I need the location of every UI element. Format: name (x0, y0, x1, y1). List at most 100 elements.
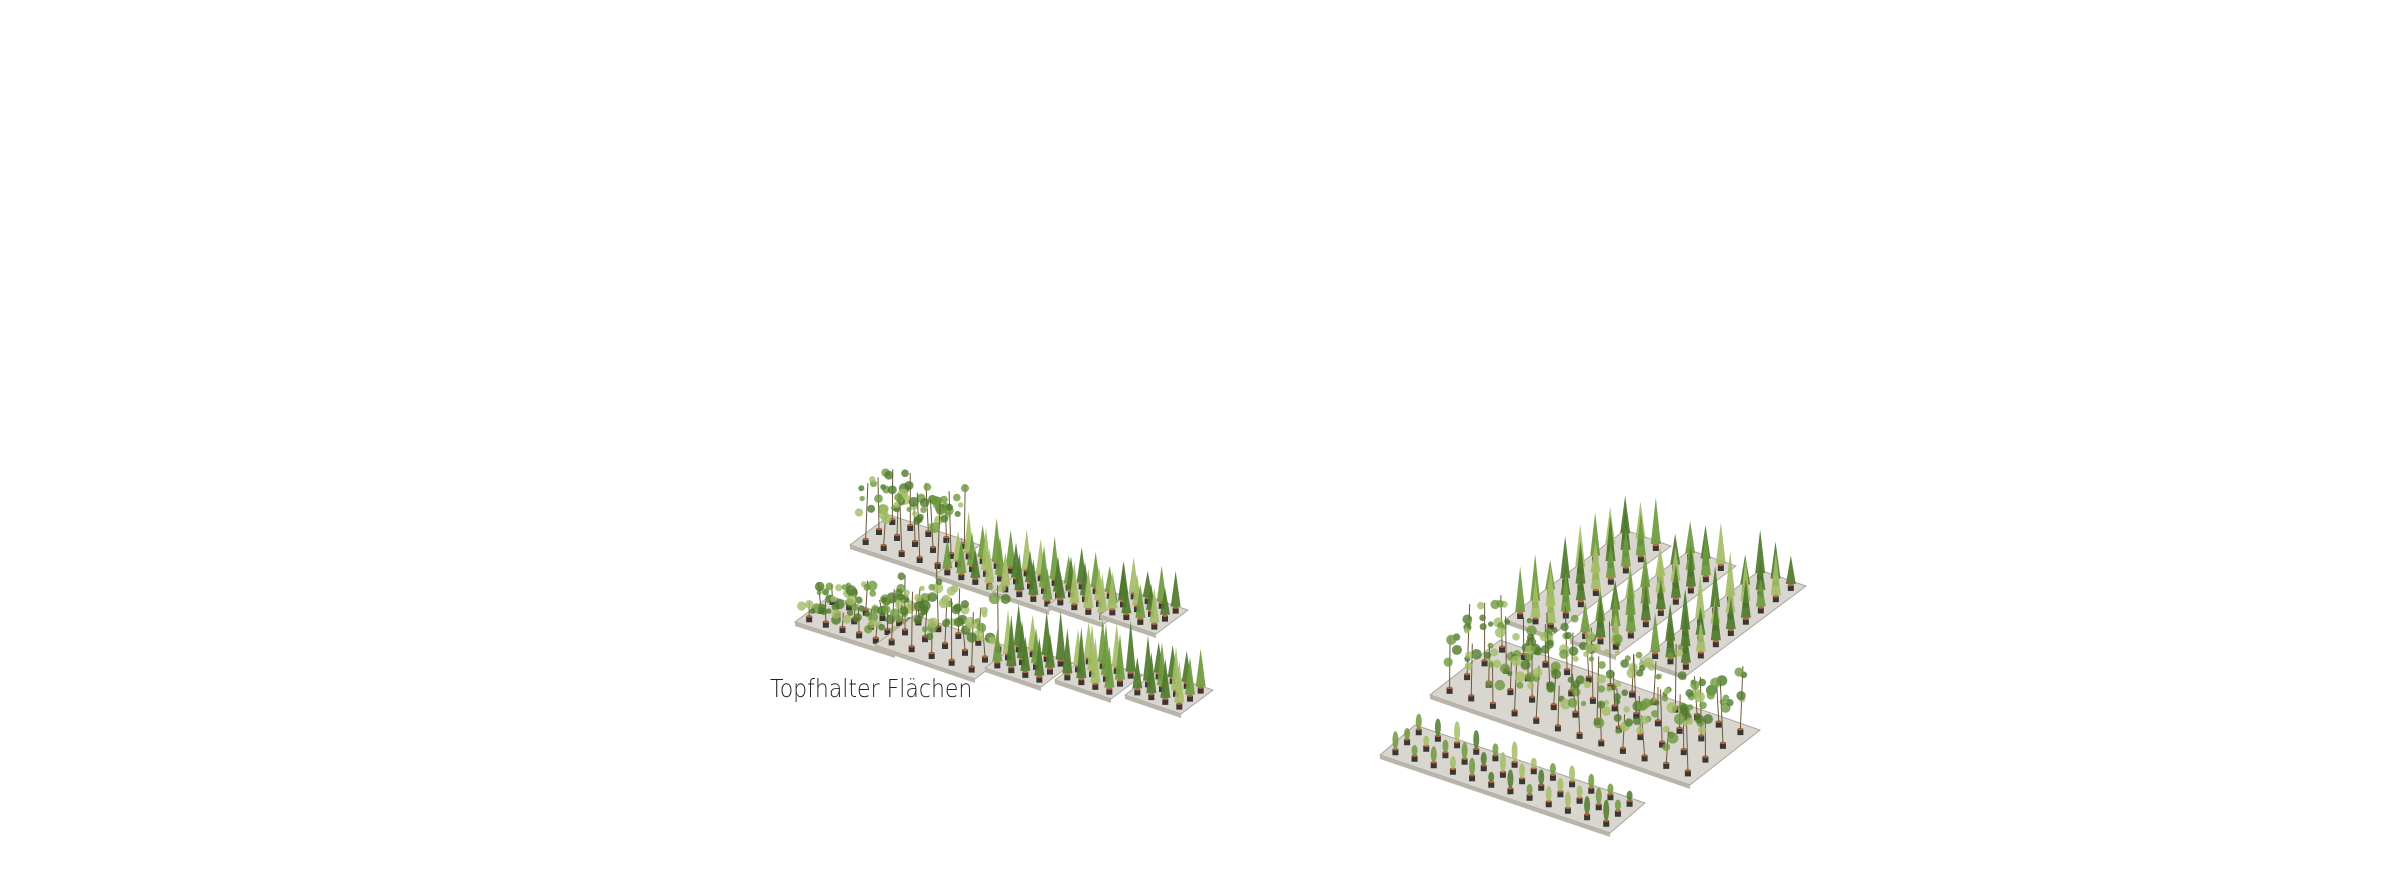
pot (1554, 725, 1561, 732)
pot-tray (873, 565, 1017, 683)
leaf-cluster (1510, 655, 1522, 667)
pot (1607, 794, 1614, 801)
pot (822, 621, 829, 628)
leaf-cluster (1583, 681, 1591, 689)
pot-tray (1428, 595, 1762, 789)
stem (899, 494, 903, 552)
leaf-cluster (890, 608, 900, 618)
pot-soil (997, 574, 1003, 577)
leaf-cluster (976, 622, 987, 633)
pot (948, 553, 954, 559)
leaf-cluster (1584, 631, 1595, 642)
pot (1742, 618, 1749, 625)
leaf-cluster (925, 632, 934, 641)
pot (1078, 679, 1085, 686)
pot (1572, 711, 1579, 718)
stem (1557, 685, 1560, 726)
pot-soil (1569, 779, 1576, 783)
leaf-cluster (904, 597, 910, 603)
pot-soil (1607, 577, 1614, 581)
leaf-cluster (988, 636, 997, 645)
leaf-cluster (830, 595, 837, 603)
leaf-cluster (1694, 691, 1705, 703)
leaf-cluster (1530, 645, 1536, 652)
leaf-cluster (1620, 659, 1629, 668)
pot (1085, 608, 1092, 615)
pot-soil (1117, 679, 1123, 682)
seedling (1454, 721, 1461, 743)
pot-soil (1071, 602, 1078, 606)
pot-soil (1044, 599, 1051, 602)
pot-soil (1047, 667, 1053, 670)
conifer (1149, 588, 1160, 623)
leaf-cluster (927, 592, 938, 602)
pot-soil (1488, 780, 1495, 784)
pot-soil (1187, 694, 1193, 697)
leaf-cluster (1568, 646, 1579, 656)
pot (1007, 567, 1014, 574)
leaf-cluster (846, 595, 857, 606)
leaf-cluster (1682, 720, 1688, 727)
leaf-cluster (879, 504, 889, 514)
pot-soil (1687, 586, 1694, 589)
pot-soil (1022, 670, 1029, 674)
pot (1612, 643, 1619, 650)
pot (1511, 761, 1518, 768)
pot (1172, 607, 1179, 614)
pot-soil (1530, 766, 1537, 770)
pot-soil (1627, 631, 1634, 634)
tray-edge (850, 545, 940, 579)
pot-soil (1787, 583, 1794, 587)
leaf-cluster (804, 599, 814, 609)
leaf-cluster (1485, 680, 1492, 687)
leaf-cluster (1526, 625, 1537, 636)
pot-soil (1415, 727, 1422, 731)
leaf-cluster (864, 611, 870, 617)
pot (968, 666, 975, 673)
pot (1148, 694, 1155, 701)
caption-label: Topfhalter Flächen (770, 674, 973, 703)
leaf-cluster (1611, 684, 1617, 691)
pot-soil (1092, 682, 1099, 686)
pot (1520, 654, 1527, 661)
conifer (1560, 570, 1571, 612)
leaf-cluster (904, 480, 914, 490)
leaf-cluster (1583, 651, 1589, 658)
pot-soil (1517, 611, 1524, 615)
conifer (1580, 601, 1591, 633)
leaf-cluster (797, 601, 807, 611)
conifer (1045, 633, 1055, 668)
leaf-cluster (1687, 704, 1694, 711)
pot (839, 627, 846, 633)
pot (1702, 756, 1709, 763)
pot (930, 547, 936, 553)
pot-tray (1379, 713, 1646, 837)
pot-soil (1717, 563, 1724, 567)
pot (806, 616, 813, 623)
seedling (1480, 751, 1487, 766)
leaf-cluster (1623, 706, 1630, 713)
pot (902, 629, 908, 636)
leaf-cluster (816, 590, 822, 596)
leaf-cluster (1588, 656, 1595, 662)
pot-soil (994, 661, 1001, 664)
pot (872, 637, 879, 644)
pot (1036, 676, 1043, 683)
leaf-cluster (1572, 680, 1581, 689)
pot-soil (1538, 783, 1545, 787)
pot (1117, 680, 1123, 687)
conifer (1160, 587, 1170, 615)
leaf-cluster (1483, 651, 1492, 660)
pot (1576, 732, 1583, 739)
leaf-cluster (952, 493, 961, 502)
seedling (1499, 752, 1506, 772)
leaf-cluster (1499, 663, 1511, 674)
pot (1568, 690, 1575, 697)
pot (884, 629, 891, 635)
pot (1637, 556, 1644, 563)
leaf-cluster (919, 585, 925, 591)
leaf-cluster (919, 497, 930, 508)
seedling (1519, 763, 1526, 779)
leaf-cluster (1592, 643, 1601, 653)
leaf-cluster (923, 483, 932, 491)
